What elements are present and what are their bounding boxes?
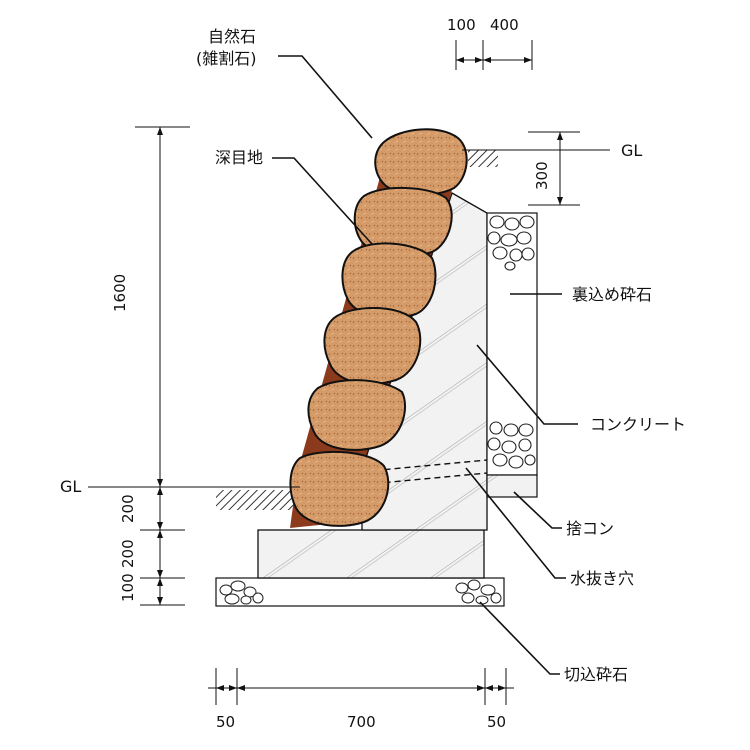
top-dimension: [455, 40, 533, 70]
stone-3: [341, 242, 437, 319]
leader-concrete: [476, 344, 578, 425]
stone-2: [353, 187, 453, 258]
label-natural-stone-sub: (雑割石): [196, 49, 257, 68]
label-lean-concrete: 捨コン: [566, 519, 614, 538]
dim-top-100: 100: [447, 16, 476, 34]
ground-hatch-bottom: [216, 490, 294, 510]
ground-hatch-top: [468, 150, 498, 167]
leader-weep-hole: [465, 467, 566, 579]
dim-right-300: 300: [533, 161, 551, 190]
base-gravel-right: [455, 579, 502, 605]
gravel-cluster-bottom: [487, 421, 536, 469]
dim-left-100: 100: [119, 573, 137, 602]
gl-bottom-label: GL: [60, 477, 81, 496]
stone-6: [289, 450, 390, 527]
label-weep-hole: 水抜き穴: [570, 569, 634, 588]
dim-left-200-b: 200: [119, 539, 137, 568]
stone-5: [307, 379, 406, 451]
leader-crushed-stone: [479, 601, 560, 675]
left-dimension: [135, 126, 190, 606]
lean-concrete: [486, 474, 538, 498]
natural-stones: [289, 128, 468, 527]
bottom-dimension: [208, 668, 514, 705]
leader-natural-stone: [278, 55, 373, 139]
crushed-stone-base: [215, 577, 505, 607]
dim-bottom-700: 700: [347, 713, 376, 731]
stone-1: [374, 128, 468, 196]
stone-4: [323, 307, 422, 385]
dim-bottom-50-left: 50: [216, 713, 235, 731]
dim-left-200-a: 200: [119, 494, 137, 523]
label-back-fill-gravel: 裏込め砕石: [572, 285, 652, 304]
label-deep-joint: 深目地: [215, 148, 263, 167]
dim-left-1600: 1600: [111, 274, 129, 312]
dim-bottom-50-right: 50: [487, 713, 506, 731]
gravel-cluster-top: [487, 215, 535, 271]
label-natural-stone: 自然石: [208, 27, 256, 46]
gl-top-label: GL: [621, 141, 642, 160]
leader-lean-concrete: [513, 491, 562, 529]
leader-deep-joint: [272, 157, 373, 245]
right-dimension: [528, 131, 580, 206]
label-crushed-stone-base: 切込砕石: [564, 665, 628, 684]
foundation-concrete: [257, 529, 485, 579]
dim-top-400: 400: [490, 16, 519, 34]
base-gravel-left: [219, 580, 264, 605]
label-concrete: コンクリート: [590, 415, 686, 434]
